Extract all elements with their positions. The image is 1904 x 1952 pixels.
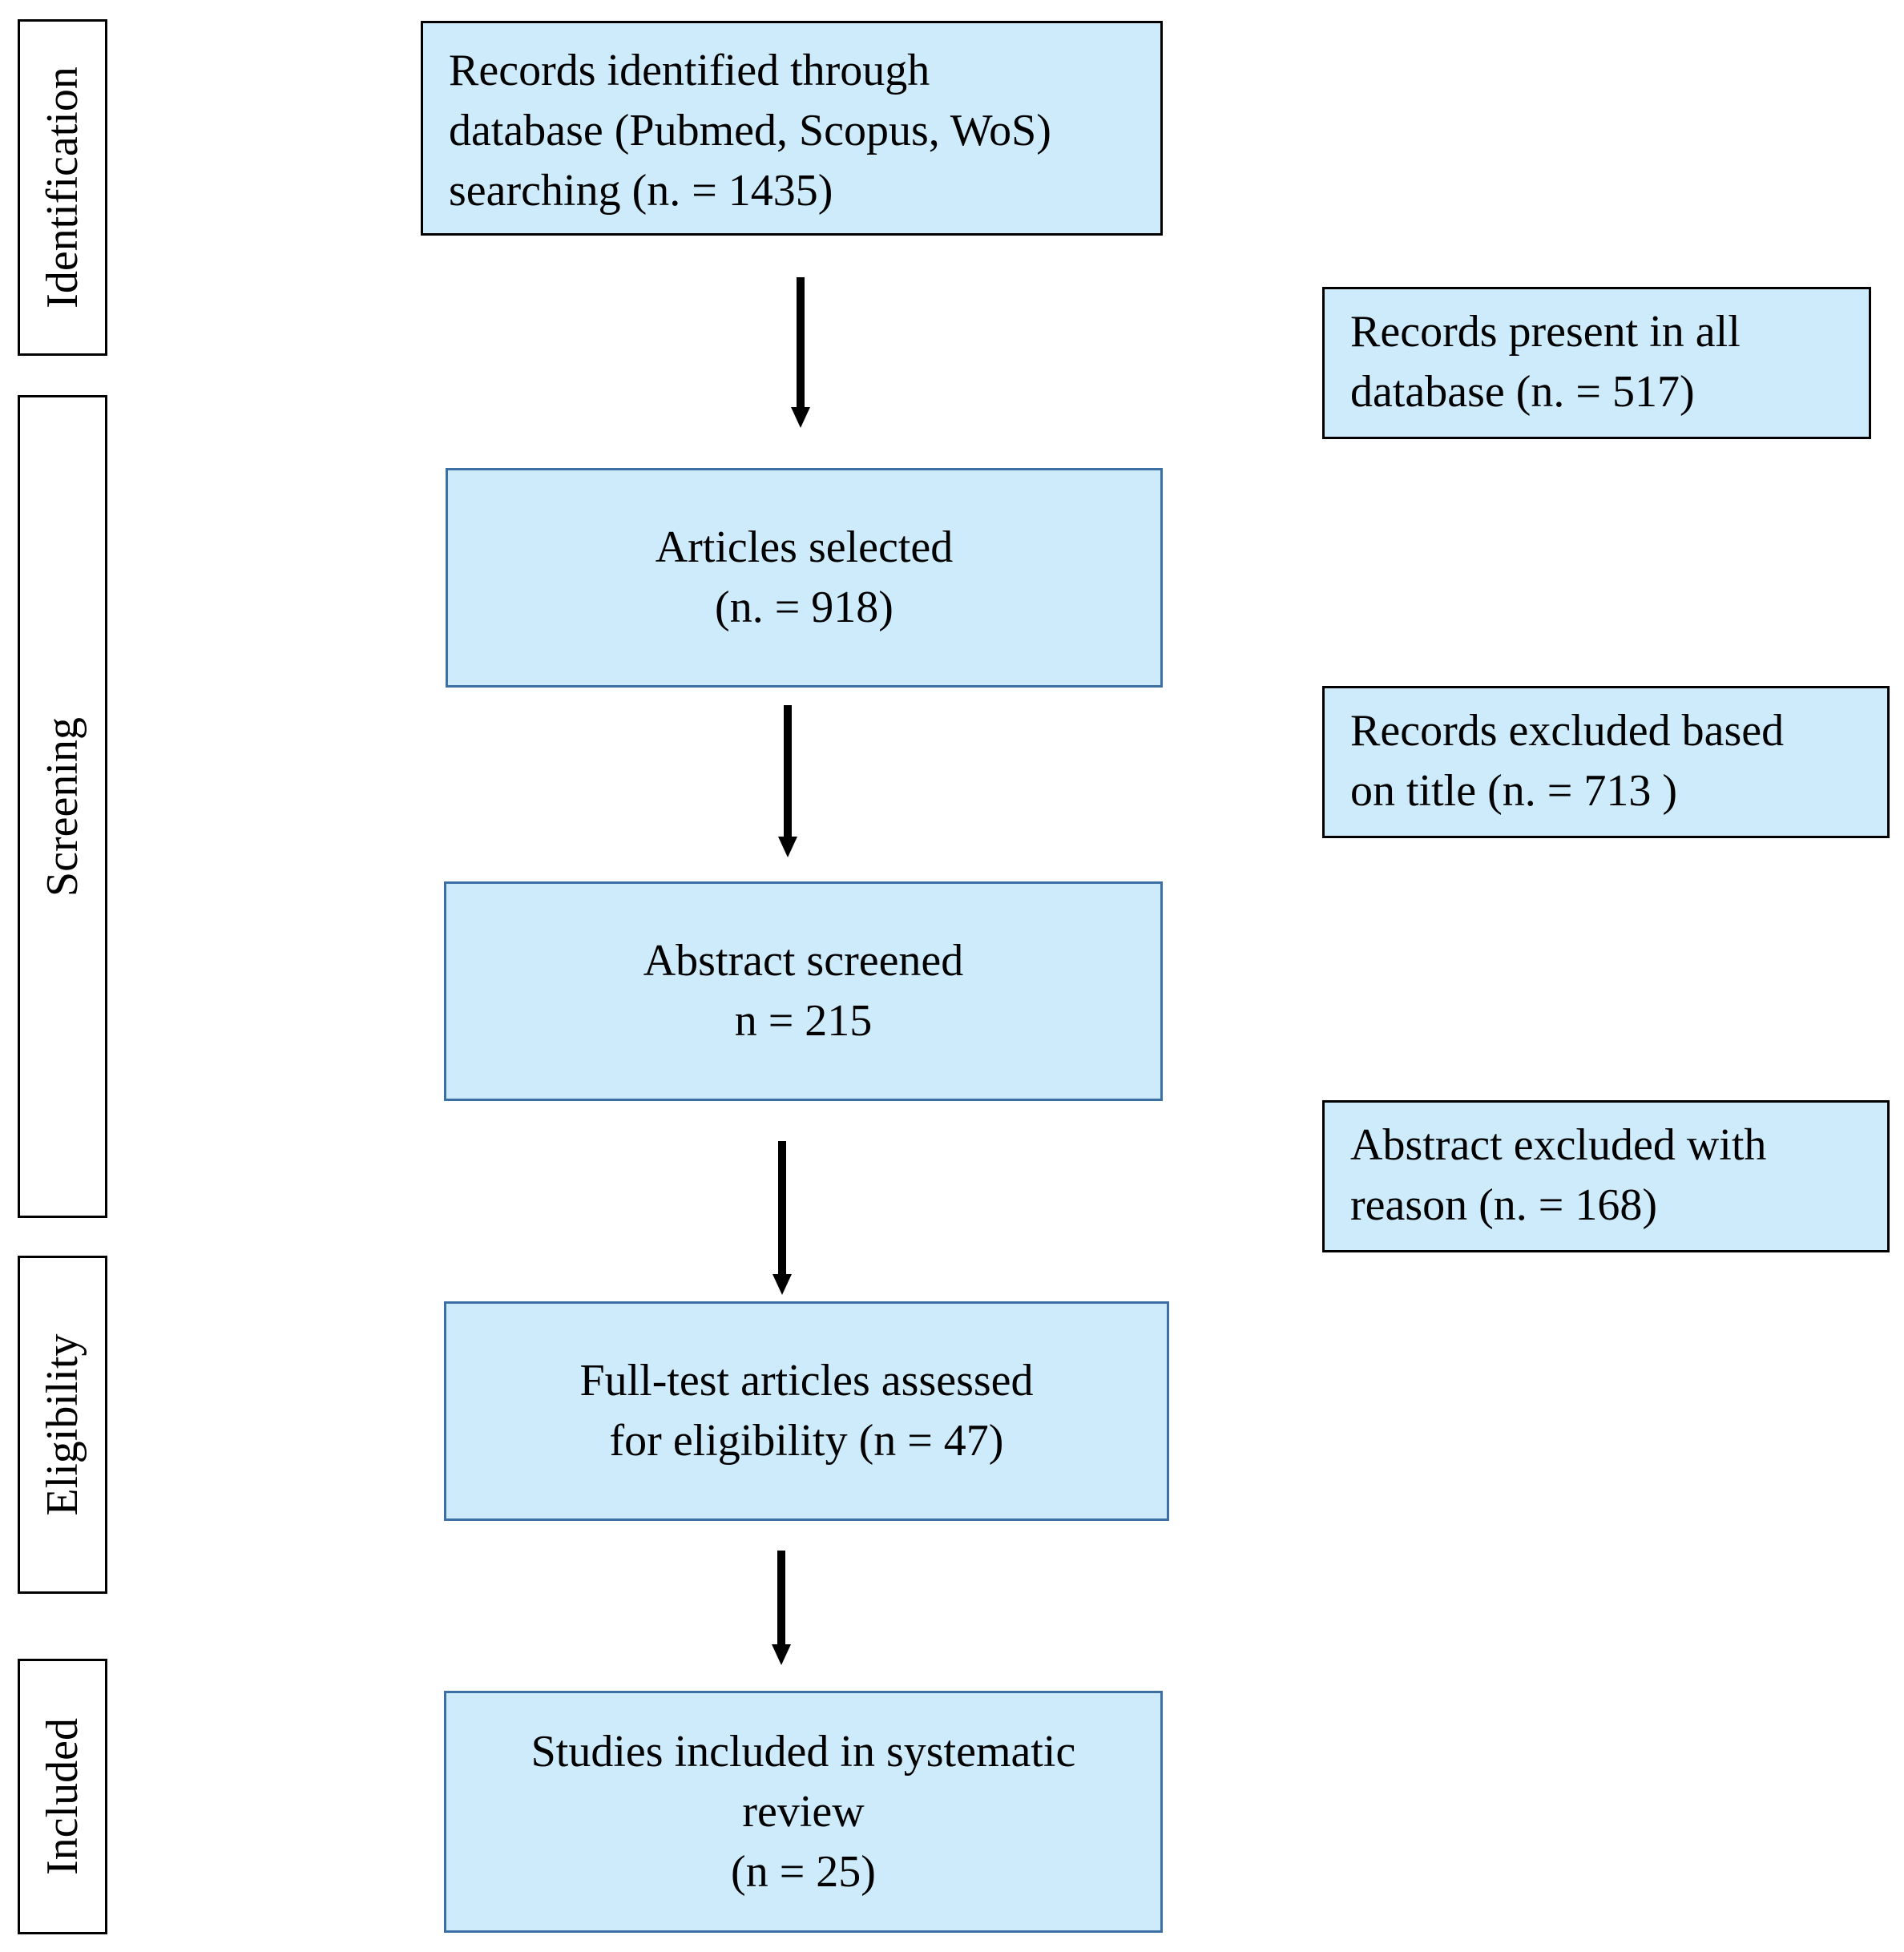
stage-included: Included: [18, 1659, 107, 1934]
abstract-excluded-box: Abstract excluded with reason (n. = 168): [1322, 1100, 1890, 1252]
arrow-fulltext-to-included: [772, 1551, 791, 1665]
arrow-screened-to-fulltext: [772, 1141, 792, 1295]
abstract-screened-box: Abstract screened n = 215: [444, 881, 1163, 1101]
stage-screening: Screening: [18, 395, 107, 1218]
articles-selected-box: Articles selected (n. = 918): [446, 468, 1163, 688]
stage-eligibility: Eligibility: [18, 1256, 107, 1594]
stage-identification: Identification: [18, 19, 107, 356]
records-identified-box: Records identified through database (Pub…: [421, 21, 1163, 236]
studies-included-box: Studies included in systematic review (n…: [444, 1691, 1163, 1933]
full-text-assessed-box: Full-test articles assessed for eligibil…: [444, 1301, 1169, 1521]
records-duplicates-box: Records present in all database (n. = 51…: [1322, 287, 1871, 439]
arrow-selected-to-screened: [778, 705, 797, 857]
arrow-identified-to-selected: [791, 277, 810, 428]
records-excluded-title-box: Records excluded based on title (n. = 71…: [1322, 686, 1890, 838]
